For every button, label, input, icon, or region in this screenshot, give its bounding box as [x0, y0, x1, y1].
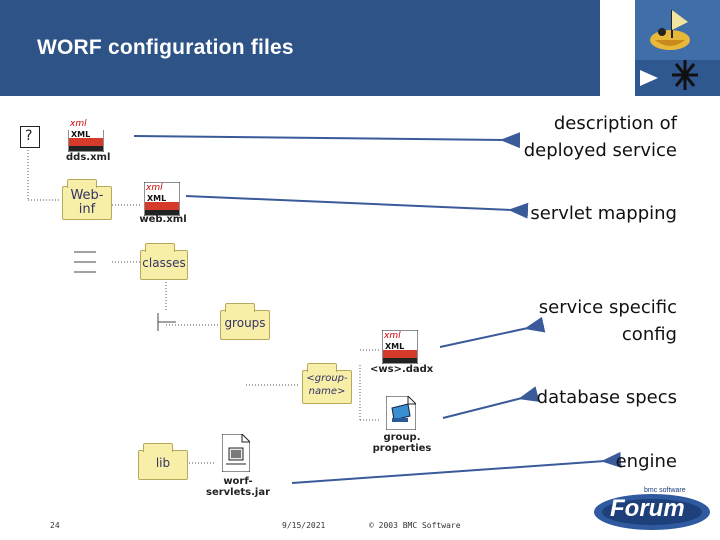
label-service-specific: service specific config — [538, 297, 677, 345]
classes-folder: classes — [140, 243, 188, 280]
dds-xml-file-icon: xml XML — [67, 117, 105, 153]
logo-brand-small: bmc software — [644, 487, 686, 494]
classes-folder-label: classes — [142, 256, 186, 270]
webinf-folder-label: Web- inf — [70, 188, 104, 217]
lib-folder: lib — [138, 443, 188, 480]
unknown-root-box: ? — [20, 126, 40, 148]
arrow-engine — [291, 451, 622, 484]
lib-folder-label: lib — [155, 456, 171, 470]
xml-word: XML — [147, 194, 167, 203]
jar-file-icon — [221, 433, 251, 473]
bmc-forum-logo: bmc software Forum — [590, 484, 714, 532]
group-name-folder: <group- name> — [302, 363, 352, 404]
web-xml-file-icon: xml XML — [143, 181, 181, 217]
slide-title: WORF configuration files — [37, 36, 294, 59]
xml-word: XML — [71, 130, 91, 139]
logo-brand-large: Forum — [610, 495, 685, 522]
label-description: description of deployed service — [523, 113, 677, 161]
group-name-folder-label: <group- name> — [306, 373, 348, 397]
groups-folder: groups — [220, 303, 270, 340]
arrow-database-specs — [442, 386, 540, 419]
arrow-servlet-mapping — [185, 195, 529, 219]
label-database-specs: database specs — [536, 387, 677, 408]
properties-label: group. properties — [372, 432, 432, 454]
xml-badge: xml — [384, 331, 401, 341]
xml-badge: xml — [146, 183, 163, 193]
jar-label: worf- servlets.jar — [206, 476, 271, 498]
label-engine: engine — [615, 451, 677, 472]
groups-folder-label: groups — [224, 316, 266, 330]
properties-file-icon — [385, 395, 417, 431]
xml-word: XML — [385, 342, 405, 351]
sailboat-illustration — [600, 0, 720, 96]
footer-date: 9/15/2021 — [282, 521, 326, 530]
label-servlet-mapping: servlet mapping — [530, 203, 677, 224]
dadx-file-icon: xml XML — [381, 329, 419, 365]
webinf-folder: Web- inf — [62, 179, 112, 220]
web-xml-label: web.xml — [139, 214, 187, 225]
dds-xml-label: dds.xml — [66, 152, 111, 163]
page-number: 24 — [50, 521, 60, 530]
arrow-description — [133, 132, 521, 149]
xml-badge: xml — [70, 119, 87, 129]
slide-header — [0, 0, 600, 96]
dadx-label: <ws>.dadx — [370, 364, 434, 375]
question-mark: ? — [25, 128, 33, 144]
footer-copyright: © 2003 BMC Software — [369, 521, 461, 530]
arrow-service-specific — [439, 316, 546, 348]
